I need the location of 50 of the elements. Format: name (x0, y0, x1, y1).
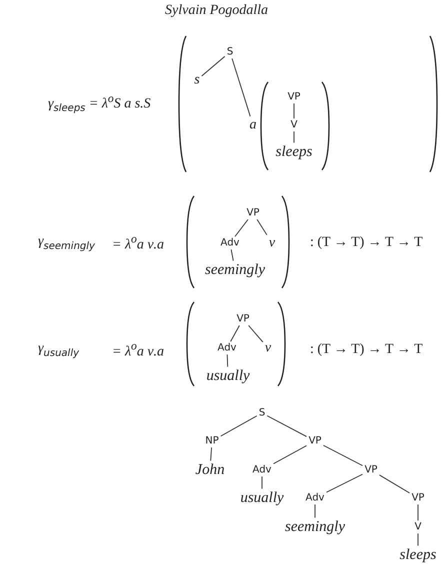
word: usually (240, 490, 284, 506)
tree-branch (273, 445, 308, 464)
tree-branch (256, 219, 268, 236)
tree-branch (230, 249, 234, 262)
tree-branch (379, 474, 410, 494)
formula: = λ$^{o}$a ν.a (112, 232, 164, 254)
word: seemingly (285, 518, 345, 536)
formula-symbol: γ$_{usually}$ (38, 341, 80, 359)
tree-branch (230, 325, 240, 342)
type-annotation: : (T → T) → T → T (310, 235, 423, 251)
category-label: V (414, 522, 422, 532)
tree-branch (326, 474, 364, 493)
category-label: VP (236, 314, 250, 324)
tree-branch (248, 325, 264, 343)
category-label: VP (364, 464, 378, 476)
category-label: V (290, 120, 298, 130)
category-label: Adv (306, 492, 324, 504)
category-label: Adv (252, 464, 272, 476)
word: usually (206, 368, 250, 384)
tree-branch (210, 447, 212, 462)
tree-branch (323, 444, 364, 466)
formula: = λ$^{o}$a ν.a (112, 340, 164, 360)
formula: γ$_{sleeps}$ = λ$^{o}$S a s.S (48, 92, 151, 114)
author-name: Sylvain Pogodalla (165, 3, 268, 19)
word: John (195, 462, 225, 478)
tree-branch (314, 504, 316, 518)
category-label: Adv (218, 342, 236, 354)
type-annotation: : (T → T) → T → T (310, 342, 423, 358)
variable: a (250, 117, 256, 133)
tree-branch (232, 58, 251, 117)
tree-branch (220, 415, 258, 437)
tree-branch (234, 219, 248, 237)
category-label: VP (246, 208, 260, 218)
category-label: VP (288, 92, 300, 102)
category-label: S (226, 46, 234, 58)
tree-branch (266, 415, 308, 437)
category-label: Adv (220, 238, 240, 248)
word: sleeps (400, 546, 436, 564)
variable: s (194, 72, 200, 88)
word: sleeps (276, 144, 312, 160)
formula-symbol: γ$_{seemingly}$ (38, 234, 95, 252)
variable: ν (264, 340, 272, 356)
word: seemingly (205, 262, 265, 278)
category-label: NP (205, 436, 219, 446)
tree-branch (226, 354, 228, 368)
category-label: S (258, 408, 266, 418)
category-label: VP (308, 436, 322, 446)
variable: ν (268, 235, 276, 251)
category-label: VP (412, 492, 424, 504)
tree-branch (201, 56, 226, 76)
